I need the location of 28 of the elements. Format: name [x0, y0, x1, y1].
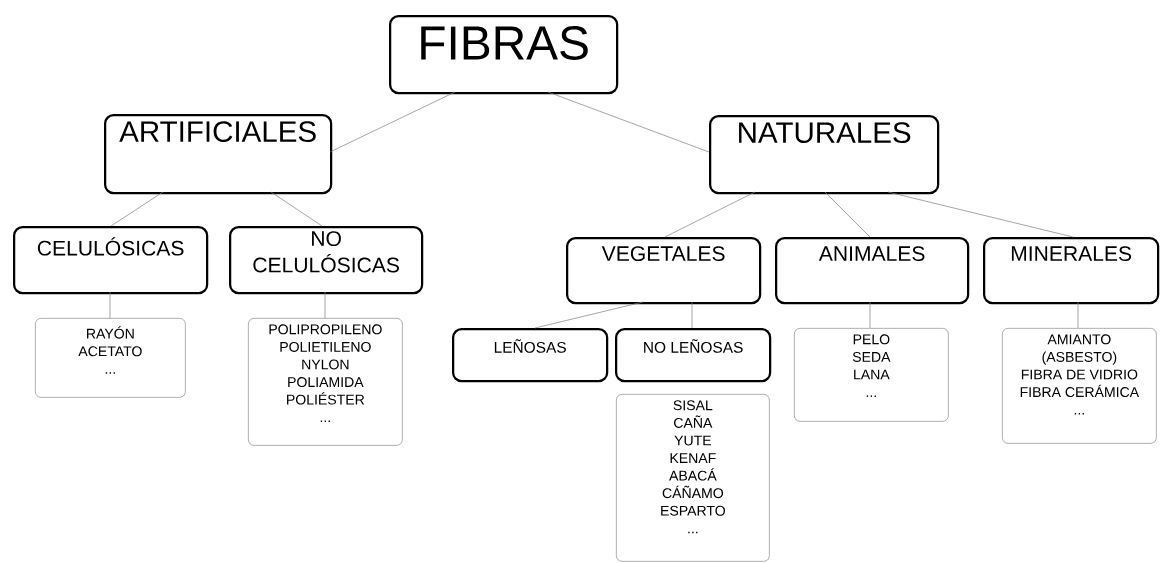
connector-line — [110, 191, 164, 227]
list-box: AMIANTO (ASBESTO) FIBRA DE VIDRIO FIBRA CERÁMICA ... — [1002, 328, 1157, 444]
category-box: NATURALES — [709, 115, 940, 195]
connector-line — [691, 301, 693, 329]
category-box: NO LEÑOSAS — [615, 328, 772, 383]
list-box: POLIPROPILENO POLIETILENO NYLON POLIAMIDA POLIÉSTER ... — [248, 318, 403, 446]
root-box: FIBRAS — [389, 15, 619, 95]
connector-line — [547, 91, 710, 153]
connector-line — [1077, 301, 1079, 329]
category-box: CELULÓSICAS — [13, 226, 209, 295]
connector-line — [664, 191, 756, 238]
connector-line — [109, 291, 111, 319]
list-box: PELO SEDA LANA ... — [794, 328, 949, 422]
category-box: NO CELULÓSICAS — [229, 226, 424, 295]
connector-line — [824, 191, 871, 238]
list-box: SISAL CAÑA YUTE KENAF ABACÁ CÁÑAMO ESPARTO ... — [616, 394, 770, 562]
connector-line — [270, 191, 323, 227]
connector-line — [869, 301, 871, 329]
category-box: MINERALES — [983, 237, 1160, 305]
connector-line — [887, 191, 1074, 238]
connector-line — [324, 291, 326, 319]
category-box: LEÑOSAS — [452, 328, 609, 383]
category-box: ANIMALES — [775, 237, 970, 305]
connector-line — [329, 91, 456, 153]
category-box: ARTIFICIALES — [104, 114, 333, 195]
connector-line — [534, 301, 644, 329]
category-box: VEGETALES — [566, 237, 762, 305]
list-box: RAYÓN ACETATO ... — [35, 318, 186, 398]
